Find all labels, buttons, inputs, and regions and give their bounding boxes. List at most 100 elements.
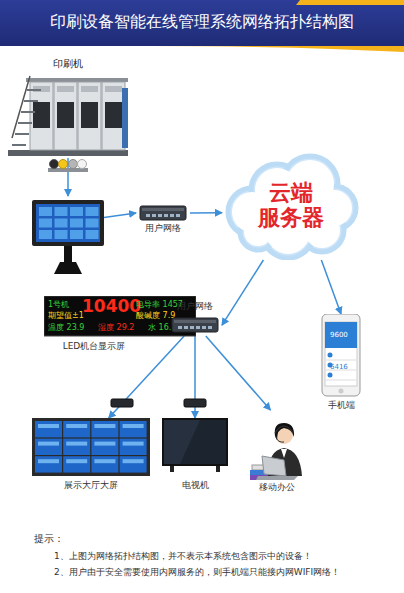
lamp-bar	[48, 168, 88, 172]
printer-unit	[78, 82, 101, 150]
terminal-base	[54, 262, 82, 274]
tv-screen	[164, 420, 226, 464]
tv-foot	[170, 466, 174, 472]
switch-port	[184, 326, 188, 329]
network-link	[222, 260, 263, 325]
phone-body	[322, 314, 360, 396]
header-band	[0, 0, 404, 46]
person-shirt	[281, 449, 287, 458]
network-link	[67, 158, 69, 196]
person-hair	[275, 423, 294, 440]
wall-tile-inner	[66, 442, 87, 446]
switch-body	[140, 206, 186, 220]
mobile-office: 移动办公	[244, 410, 310, 496]
terminal-tile	[86, 207, 99, 216]
wall-tile-inner	[94, 424, 115, 428]
switch-top	[174, 320, 216, 323]
laptop-screen	[262, 456, 286, 476]
switch-port	[164, 214, 168, 217]
wall-tile	[91, 439, 118, 455]
terminal-tile	[39, 230, 52, 239]
set-top-box	[184, 399, 206, 407]
network-switch: 用户网络	[136, 204, 190, 240]
wall-tile-inner	[94, 442, 115, 446]
wall-tile	[63, 456, 90, 472]
printer-rail	[26, 78, 128, 82]
printer-accent	[122, 88, 128, 148]
printer-panel	[33, 102, 50, 128]
terminal-tile	[86, 219, 99, 228]
terminal-tile	[39, 207, 52, 216]
switch-port	[158, 214, 162, 217]
headset-mic	[276, 437, 284, 442]
switch-port	[202, 326, 206, 329]
terminal-tile	[55, 219, 68, 228]
wall-tile	[35, 456, 62, 472]
phone-screen	[325, 322, 357, 386]
phone-value: 6416	[330, 363, 348, 371]
device-label: 用户网络	[168, 302, 222, 312]
switch-port	[176, 214, 180, 217]
wall-tile-inner	[66, 424, 87, 428]
switch-top	[142, 208, 184, 211]
printer-unit	[30, 82, 53, 150]
terminal-frame	[32, 200, 104, 246]
wall-tile-inner	[66, 459, 87, 463]
switch-port	[178, 326, 182, 329]
phone-row	[326, 380, 356, 381]
touch-terminal-shape	[32, 196, 104, 276]
wall-tile	[91, 456, 118, 472]
terminal-tile	[39, 219, 52, 228]
laptop-base	[256, 476, 298, 480]
printer-unit	[102, 82, 125, 150]
printer-shape	[8, 58, 128, 158]
wall-tile-inner	[94, 459, 115, 463]
signal-lamp	[59, 160, 68, 169]
led-reading: 期望值±1	[48, 311, 84, 320]
led-reading: 酸碱度 7.9	[136, 311, 175, 320]
printer-panel	[105, 102, 122, 128]
note-text: 2、用户由于安全需要使用内网服务的，则手机端只能接内网WIFI网络！	[54, 566, 340, 579]
header-accent	[296, 0, 404, 5]
printer-panel	[81, 86, 98, 92]
printer: 印刷机	[8, 58, 128, 158]
device-label: 手机端	[316, 400, 366, 410]
led-reading: 电导率 1457	[136, 300, 183, 309]
phone-value: 9600	[330, 331, 348, 339]
touch-terminal	[32, 196, 104, 276]
wall-tile-inner	[123, 459, 144, 463]
printer-floor	[8, 150, 128, 156]
signal-lamp	[50, 160, 59, 169]
person-head	[275, 426, 293, 444]
tv-frame	[162, 418, 228, 466]
signal-lamp	[69, 160, 78, 169]
switch-port	[152, 214, 156, 217]
led-counter: 10400	[82, 297, 141, 317]
wall-tile	[120, 421, 147, 437]
diagram-title: 印刷设备智能在线管理系统网络拓扑结构图	[0, 12, 404, 33]
wall-tile	[120, 439, 147, 455]
terminal-screen	[36, 204, 100, 242]
network-link	[104, 213, 136, 218]
device-label: 电视机	[160, 480, 230, 490]
led-reading: 1号机	[48, 300, 69, 309]
device-label: 印刷机	[8, 58, 128, 70]
switch-port	[196, 326, 200, 329]
phone-button	[339, 389, 344, 394]
network-link	[194, 336, 196, 418]
printer-unit	[54, 82, 77, 150]
wall-tile-inner	[38, 442, 59, 446]
printer-panel	[57, 102, 74, 128]
terminal-tile	[86, 230, 99, 239]
printer-panel	[81, 102, 98, 128]
printer-panel	[57, 86, 74, 92]
printer-handrail	[12, 76, 30, 138]
wall-tile-inner	[38, 424, 59, 428]
printer-panel	[105, 86, 122, 92]
printer-stair	[15, 133, 29, 135]
headset	[275, 426, 293, 433]
switch-port	[190, 326, 194, 329]
device-label: 用户网络	[136, 224, 190, 234]
television: 电视机	[160, 418, 230, 494]
